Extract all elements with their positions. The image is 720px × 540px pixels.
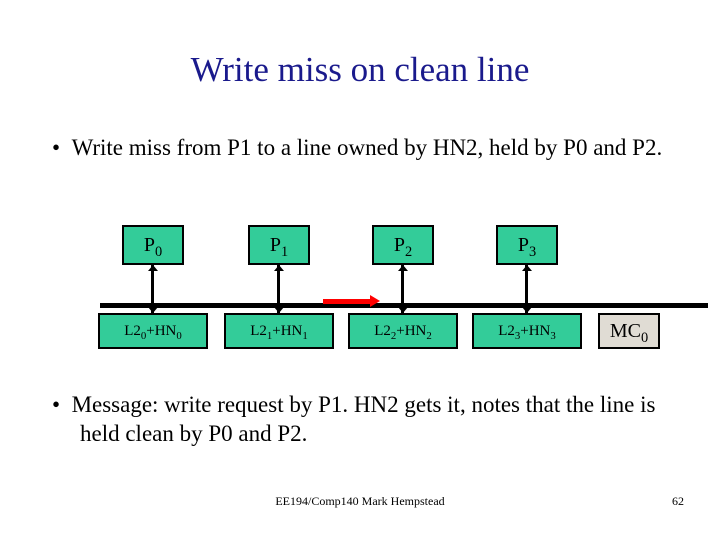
memory-controller-label: MC0 — [609, 319, 649, 346]
processor-box-p0: P0 — [122, 225, 184, 265]
processor-box-p2: P2 — [372, 225, 434, 265]
bullet-text-1: Write miss from P1 to a line owned by HN… — [71, 135, 663, 160]
cache-label-l22: L22+HN2 — [374, 322, 432, 342]
connector-p1 — [273, 265, 284, 313]
coherence-diagram: P0 P1 P2 P3 L20+HN0 L21+HN1 L22+HN2 L23+… — [0, 215, 720, 365]
footer-course-label: EE194/Comp140 Mark Hempstead — [275, 494, 445, 508]
cache-label-l23: L23+HN3 — [498, 322, 556, 342]
cache-box-l23: L23+HN3 — [472, 313, 582, 349]
memory-controller-box: MC0 — [598, 313, 660, 349]
bullet-item-1: • Write miss from P1 to a line owned by … — [52, 133, 672, 162]
cache-label-l21: L21+HN1 — [250, 322, 308, 342]
connector-p3 — [521, 265, 532, 313]
bullet-marker-2: • — [52, 392, 61, 417]
processor-label-p3: P3 — [517, 233, 537, 260]
bullet-marker: • — [52, 135, 61, 160]
cache-box-l20: L20+HN0 — [98, 313, 208, 349]
cache-label-l20: L20+HN0 — [124, 322, 182, 342]
connector-p0 — [147, 265, 158, 313]
footer-page-number: 62 — [672, 494, 684, 508]
bullet-text-2: Message: write request by P1. HN2 gets i… — [71, 392, 656, 447]
connector-p2 — [397, 265, 408, 313]
processor-box-p3: P3 — [496, 225, 558, 265]
processor-label-p2: P2 — [393, 233, 413, 260]
page-title: Write miss on clean line — [190, 50, 530, 89]
processor-label-p1: P1 — [269, 233, 289, 260]
message-arrow-icon — [323, 295, 380, 307]
bullet-item-2: • Message: write request by P1. HN2 gets… — [52, 390, 672, 449]
processor-box-p1: P1 — [248, 225, 310, 265]
system-bus — [100, 303, 708, 308]
processor-label-p0: P0 — [143, 233, 163, 260]
cache-box-l21: L21+HN1 — [224, 313, 334, 349]
cache-box-l22: L22+HN2 — [348, 313, 458, 349]
